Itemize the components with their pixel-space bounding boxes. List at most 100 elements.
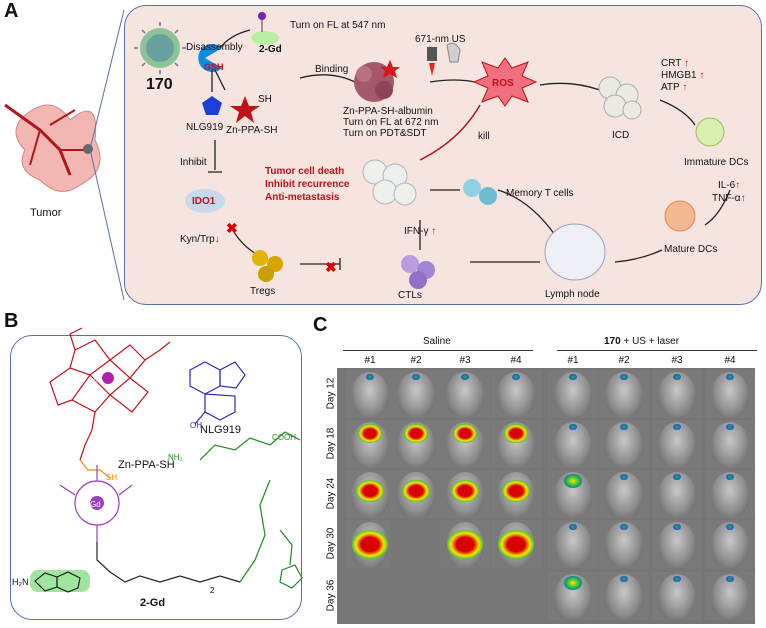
tumor-illustration [4,9,125,301]
tnfa-label: TNF-α↑ [712,193,746,204]
binding-label: Binding [315,64,349,75]
fluorescence-signal [569,524,577,531]
tregs-label: Tregs [250,286,276,297]
panel-b-structures [30,327,303,593]
fluorescence-signal [412,374,420,381]
imaging-cell [345,470,395,518]
zn-atom [102,372,114,384]
gd-chelate-structure [59,465,133,542]
imaging-cell [345,420,395,468]
imaging-cell [548,370,598,418]
imaging-cell [599,572,649,620]
ido1-oval [185,189,225,213]
panel-b-letter: B [4,310,19,332]
imaging-cell [440,420,490,468]
laser-us-label: 671-nm US [415,34,466,45]
row-label: Day 18 [325,427,337,460]
nh2-label: NH₂ [168,453,183,462]
imaging-cell [491,470,541,518]
imaging-cell [440,572,490,620]
treg-icon [252,250,268,266]
fluorescence-signal [620,374,628,381]
fluorescence-signal [726,374,734,381]
nlg919-structure [189,361,246,425]
fluorescence-signal [402,480,430,503]
fluorescence-signal [726,424,734,431]
icd-label: ICD [612,130,630,141]
repeat-subscript: 2 [210,586,215,595]
treatment-group-label: 170 + US + laser [604,336,680,347]
zn-ppa-sh-label: Zn-PPA-SH [226,125,278,136]
fluorescence-signal [366,374,374,381]
dead-cell-cluster [362,159,417,206]
imaging-cell [440,370,490,418]
imaging-cell [491,370,541,418]
imaging-cell [599,370,649,418]
albumin-line-2: Turn on FL at 672 nm [343,117,439,128]
cross-icon: ✖ [325,259,337,275]
imaging-cell [548,520,598,568]
ifn-label: IFN-γ ↑ [404,226,437,237]
outcome-1: Tumor cell death [265,166,345,177]
row-label: Day 24 [325,477,337,510]
fluorescence-signal [620,524,628,531]
saline-group-label: Saline [423,336,451,347]
fluorescence-signal [498,530,534,559]
kill-arrow [419,104,481,161]
imaging-cell [652,370,702,418]
memory-t-icon [463,179,481,197]
imaging-cell [491,520,541,568]
row-label: Day 30 [325,527,337,560]
fluorescence-signal [673,424,681,431]
crt-label: CRT ↑ [661,58,689,69]
nlg919-name: NLG919 [200,424,241,436]
sh-group-label: SH [106,473,118,482]
column-label: #1 [364,355,376,366]
imaging-cell [345,370,395,418]
albumin-line-3: Turn on PDT&SDT [343,128,427,139]
column-label: #1 [567,355,579,366]
imaging-cell [599,420,649,468]
kyn-trp-label: Kyn/Trp↓ [180,234,220,245]
imaging-cell [391,572,441,620]
column-label: #2 [618,355,630,366]
cross-icon: ✖ [226,220,238,236]
ros-burst [472,57,538,107]
ros-label: ROS [492,78,514,89]
ultrasound-icon [446,42,461,63]
fluorescence-signal [358,424,382,444]
nlg919-icon [202,96,222,115]
albumin-line-1: Zn-PPA-SH-albumin [343,106,433,117]
imaging-cell [491,420,541,468]
pathway-arrows [208,29,731,270]
fluorescence-signal [620,474,628,481]
outcome-3: Anti-metastasis [265,192,340,203]
panel-a-letter: A [4,0,19,22]
immature-dc-icon [695,117,725,147]
hmgb1-label: HMGB1 ↑ [661,70,705,81]
column-label: #3 [459,355,471,366]
fluorescence-signal [453,424,477,444]
imaging-cell [599,470,649,518]
lymph-node-icon [544,223,606,281]
imaging-cell [391,470,441,518]
gd-atom [90,496,104,510]
peptide-structure [199,431,303,589]
h2n-label: H₂N [12,577,29,587]
treatment-group-bar [557,350,757,351]
fluorescence-signal [620,576,628,583]
imaging-cell [491,572,541,620]
oh-label: OH [190,421,202,430]
zn-label: Zn [92,375,102,384]
fluorescence-signal [673,474,681,481]
nlg919-label: NLG919 [186,122,224,133]
turn-on-547-label: Turn on FL at 547 nm [290,20,386,31]
imaging-cell [705,470,755,518]
imaging-cell [548,420,598,468]
fluorescence-signal [502,480,530,503]
il6-label: IL-6↑ [718,180,741,191]
imaging-cell [705,370,755,418]
fluorescence-signal [461,374,469,381]
fluorescence-signal [564,474,582,489]
fluorescence-signal [673,576,681,583]
